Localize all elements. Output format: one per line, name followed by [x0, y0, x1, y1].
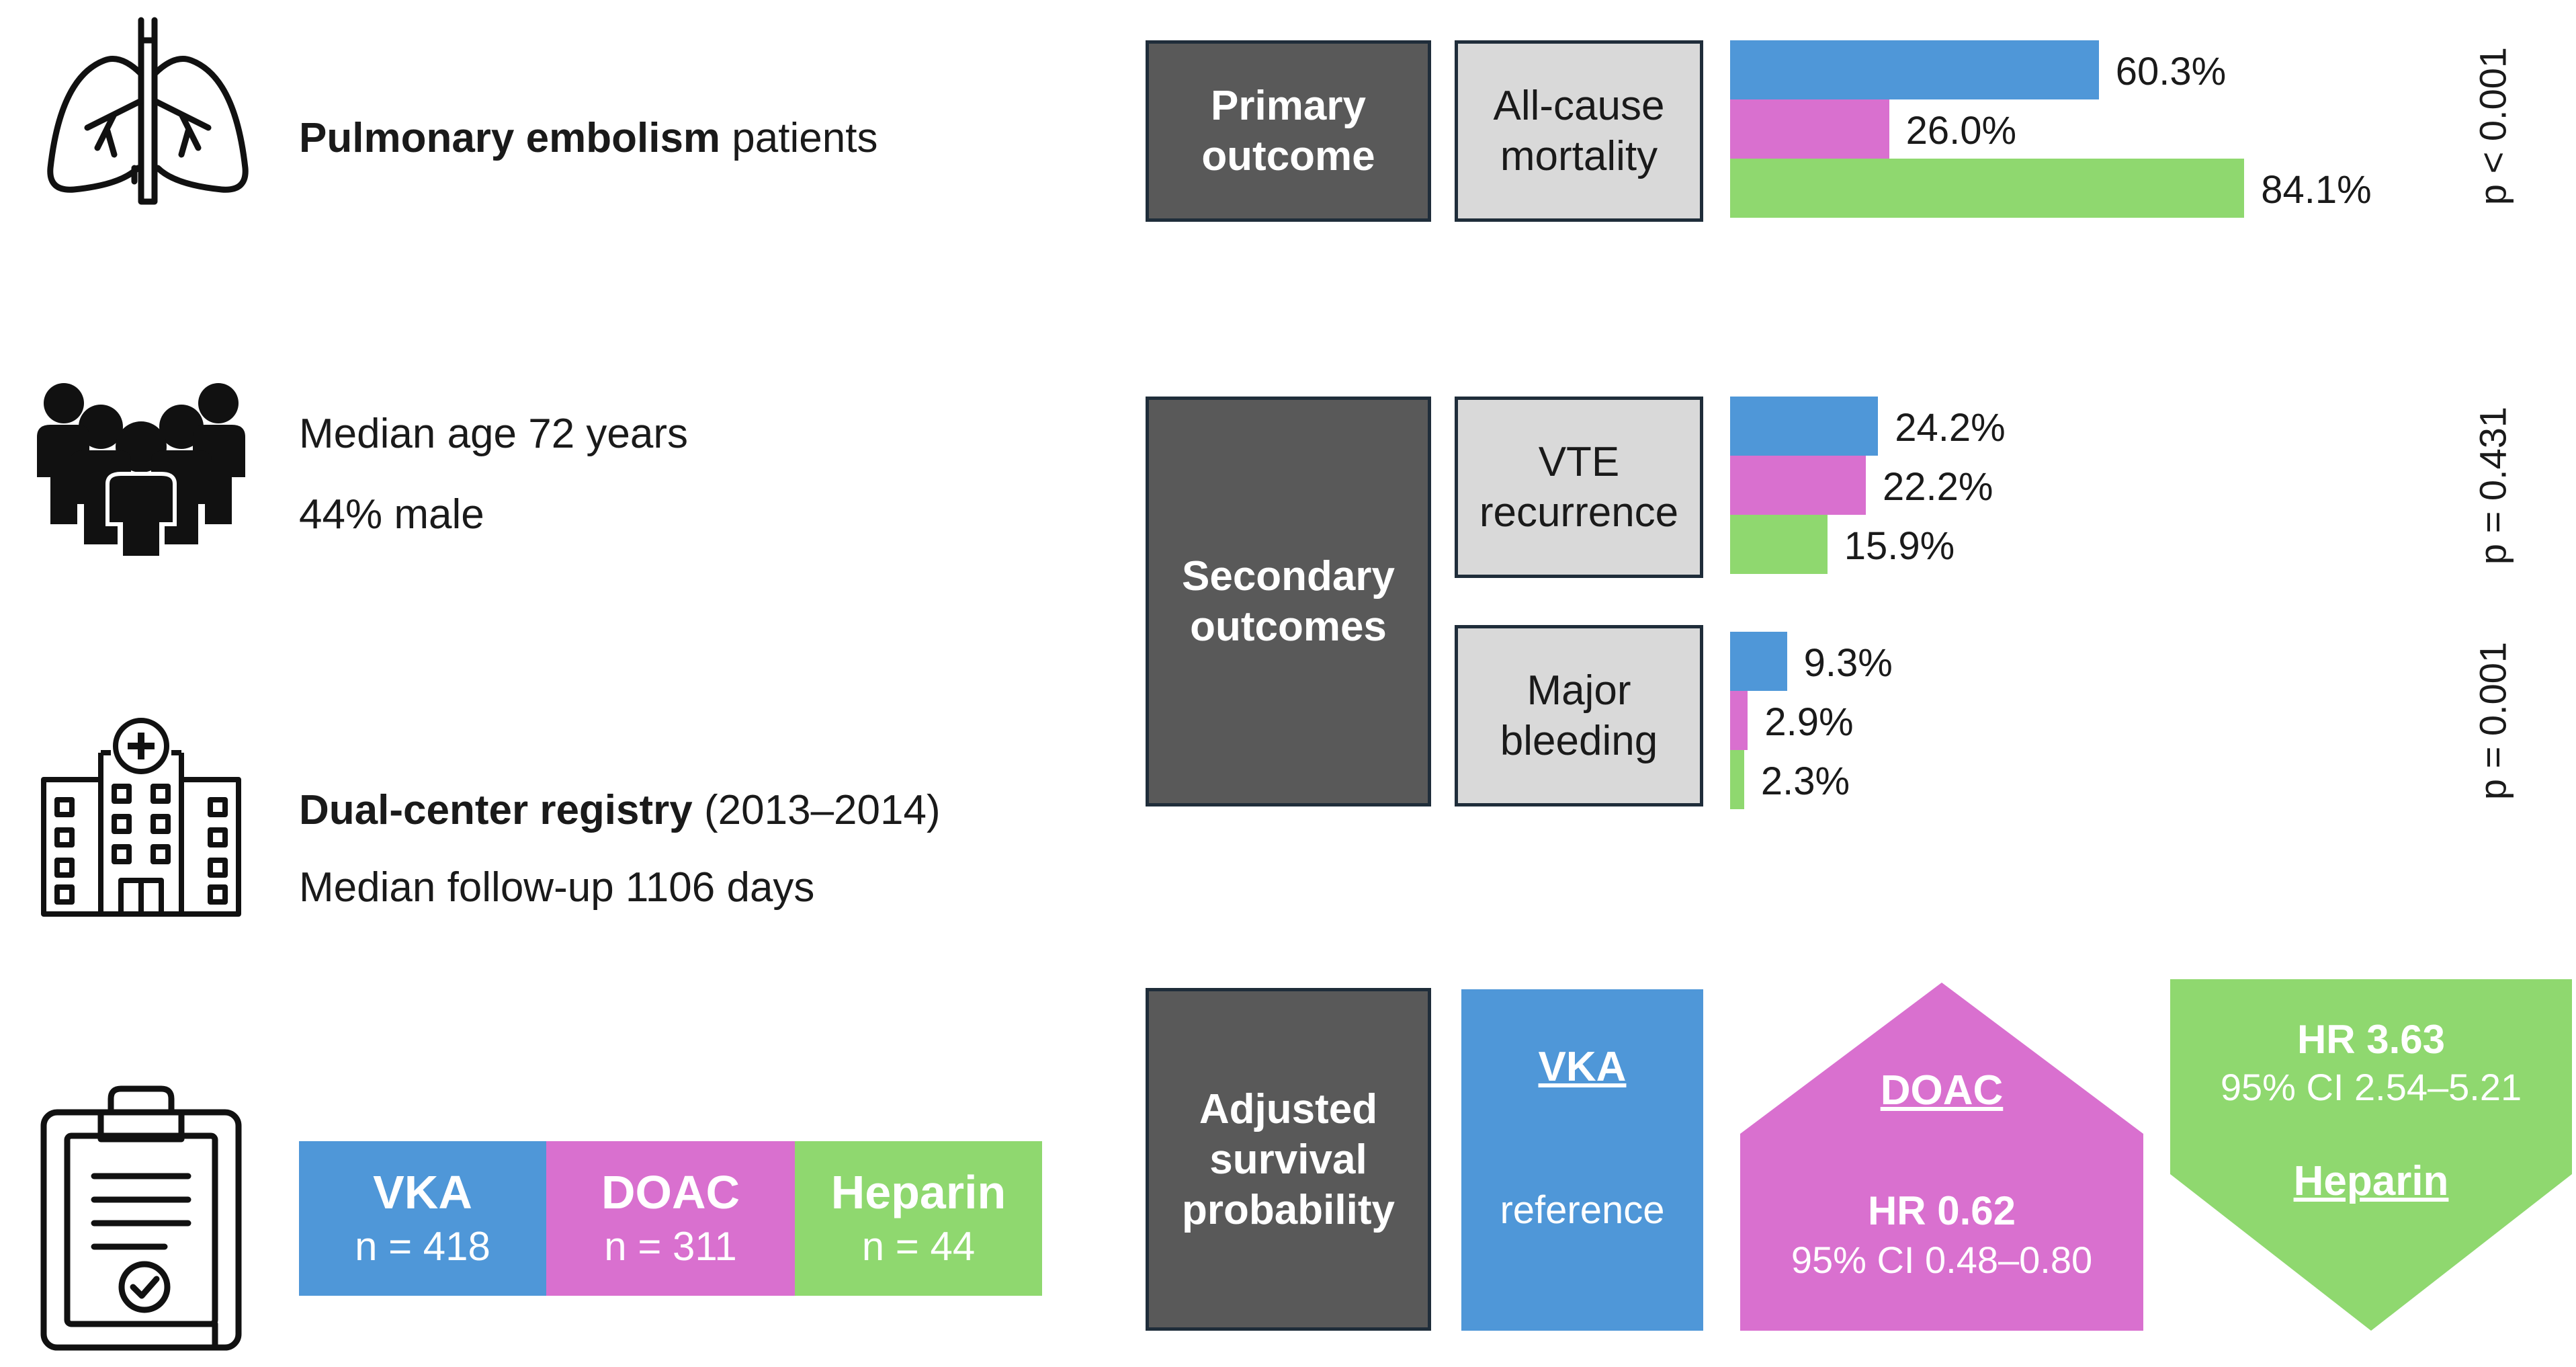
bar-label-mortality-heparin: 84.1%: [2261, 168, 2372, 212]
registry-info: Dual-center registry (2013–2014): [299, 790, 941, 831]
adjusted-line3: probability: [1182, 1186, 1395, 1233]
group-vka: VKA n = 418: [299, 1141, 546, 1296]
hr-doac-name: DOAC: [1880, 1067, 2004, 1114]
hr-vka-box: VKA reference: [1461, 989, 1703, 1331]
outcome-1-line1: VTE: [1538, 439, 1620, 485]
secondary-line1: Secondary: [1181, 553, 1396, 599]
group-doac-name: DOAC: [601, 1165, 740, 1218]
bar-label-mortality-vka: 60.3%: [2115, 50, 2227, 93]
bar-vte-heparin: [1730, 515, 1828, 574]
hr-heparin-shape: HR 3.63 95% CI 2.54–5.21 Heparin: [2170, 979, 2572, 1331]
bar-vte-doac: [1730, 456, 1866, 515]
hr-doac-shape: DOAC HR 0.62 95% CI 0.48–0.80: [1740, 983, 2143, 1331]
outcome-major-bleeding: Major bleeding: [1455, 625, 1703, 806]
p-value-vte: p = 0.431: [2471, 406, 2514, 565]
bar-bleeding-vka: [1730, 632, 1787, 691]
group-heparin-name: Heparin: [830, 1165, 1006, 1218]
adjusted-survival-box: Adjusted survival probability: [1146, 988, 1431, 1331]
bar-label-vte-vka: 24.2%: [1895, 406, 2006, 450]
bar-vte-vka: [1730, 397, 1879, 456]
male-percent: 44% male: [299, 491, 484, 538]
secondary-outcomes-box: Secondary outcomes: [1146, 397, 1431, 806]
bar-label-bleeding-doac: 2.9%: [1764, 700, 1854, 744]
hr-heparin-ci: 95% CI 2.54–5.21: [2220, 1066, 2522, 1108]
lungs-icon: [40, 13, 255, 208]
primary-outcome-box: Primary outcome: [1146, 40, 1431, 222]
bar-mortality-doac: [1730, 99, 1889, 159]
adjusted-line2: survival: [1209, 1136, 1367, 1183]
adjusted-line1: Adjusted: [1199, 1085, 1378, 1132]
registry-bold: Dual-center registry: [299, 787, 693, 833]
outcome-all-cause-mortality: All-cause mortality: [1455, 40, 1703, 222]
group-vka-name: VKA: [373, 1165, 472, 1218]
bar-label-vte-heparin: 15.9%: [1844, 524, 1955, 568]
clipboard-check-icon: [37, 1082, 245, 1354]
population-info: Pulmonary embolism patients: [299, 118, 877, 159]
population-bold: Pulmonary embolism: [299, 115, 721, 161]
registry-years: (2013–2014): [692, 787, 941, 833]
bar-label-vte-doac: 22.2%: [1883, 465, 1993, 509]
bar-label-bleeding-heparin: 2.3%: [1760, 759, 1850, 803]
p-value-bleeding: p = 0.001: [2471, 641, 2514, 800]
bar-bleeding-heparin: [1730, 750, 1744, 809]
outcome-2-line1: Major: [1527, 667, 1631, 714]
people-icon: [24, 376, 259, 558]
primary-line2: outcome: [1201, 133, 1375, 179]
hr-heparin-name: Heparin: [2293, 1158, 2449, 1204]
bar-bleeding-doac: [1730, 691, 1748, 750]
median-follow-up: Median follow-up 1106 days: [299, 864, 815, 911]
bar-label-mortality-doac: 26.0%: [1905, 109, 2017, 153]
group-heparin-n: n = 44: [861, 1223, 976, 1269]
group-vka-n: n = 418: [355, 1223, 490, 1269]
bar-mortality-vka: [1730, 40, 2099, 99]
group-doac-n: n = 311: [604, 1223, 737, 1269]
hr-vka-reference: reference: [1500, 1188, 1665, 1232]
group-doac: DOAC n = 311: [546, 1141, 795, 1296]
p-value-mortality: p < 0.001: [2471, 46, 2514, 206]
bar-label-bleeding-vka: 9.3%: [1803, 641, 1893, 685]
secondary-line2: outcomes: [1190, 604, 1387, 650]
outcome-2-line2: bleeding: [1500, 718, 1658, 764]
hospital-icon: [37, 712, 245, 921]
outcome-0-line1: All-cause: [1493, 83, 1665, 129]
outcome-bar-chart: 60.3% 26.0% 84.1% 24.2% 22.2% 15.9% 9.3% 2.9% 2.…: [1730, 40, 2372, 809]
median-age: Median age 72 years: [299, 411, 689, 457]
hr-vka-name: VKA: [1538, 1044, 1627, 1090]
hr-doac-ci: 95% CI 0.48–0.80: [1791, 1239, 2093, 1281]
outcome-vte-recurrence: VTE recurrence: [1455, 397, 1703, 578]
bar-mortality-heparin: [1730, 159, 2245, 218]
population-rest: patients: [720, 115, 878, 161]
primary-line1: Primary: [1211, 83, 1366, 129]
outcome-0-line2: mortality: [1500, 133, 1658, 179]
hr-doac-value: HR 0.62: [1867, 1188, 2016, 1233]
hr-heparin-value: HR 3.63: [2296, 1017, 2446, 1062]
group-heparin: Heparin n = 44: [795, 1141, 1042, 1296]
outcome-1-line2: recurrence: [1479, 489, 1679, 536]
